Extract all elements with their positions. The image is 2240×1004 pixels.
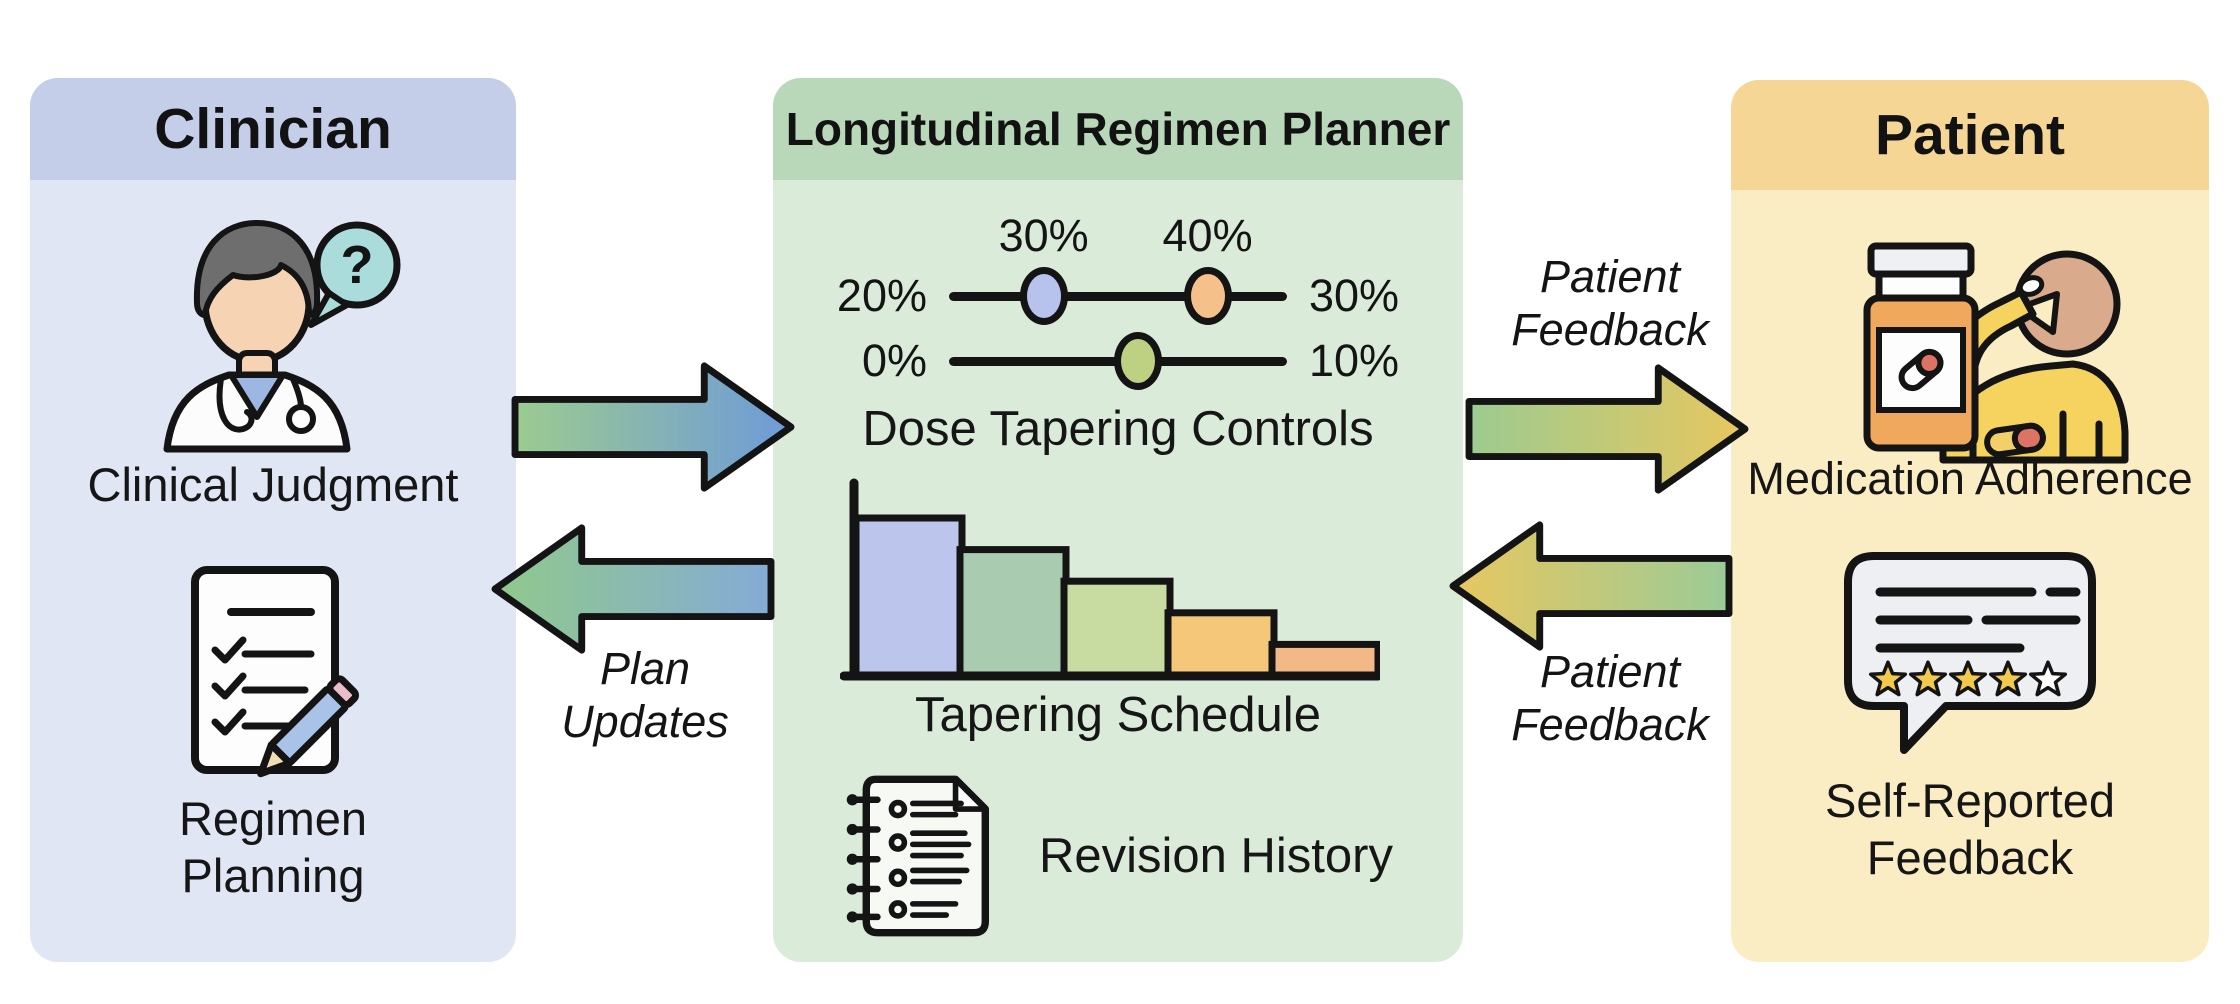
planner-title: Longitudinal Regimen Planner [785,103,1451,155]
slider-knob [1114,332,1163,390]
doctor-question-icon: ? [163,220,401,453]
slider2-track [949,332,1287,390]
medication-adherence-label: Medication Adherence [1747,453,2193,504]
planner-header: Longitudinal Regimen Planner [773,78,1463,180]
slider-knob: 40% [1163,210,1253,325]
tapering-schedule-chart [840,478,1380,681]
panel-clinician: Clinician ? Clinical Judgment [30,78,516,962]
notebook-list-icon [846,775,990,937]
patient-feedback-top-label: Patient Feedback [1511,251,1709,356]
checklist-pencil-icon [191,566,359,778]
revision-history-row: Revision History [773,770,1463,942]
stars-row [1868,660,2068,697]
tapering-schedule-label: Tapering Schedule [915,688,1321,742]
dose-slider-row-2: 0% 10% [773,332,1463,390]
slider1-track: 30% 40% [949,210,1287,325]
pill-bottle-person-icon [1863,242,2129,464]
self-reported-feedback-label: Self-Reported Feedback [1825,774,2115,885]
arrow-planner-to-clinician [491,524,775,654]
clinical-judgment-label: Clinical Judgment [87,458,459,511]
panel-planner: Longitudinal Regimen Planner 20% 30% 40% … [773,78,1463,962]
arrow-planner-to-patient [1465,364,1749,494]
dose-slider-row-1: 20% 30% 40% 30% [773,210,1463,325]
star-filled-icon [1908,660,1948,697]
slider2-max-label: 10% [1309,335,1400,386]
dose-tapering-controls-label: Dose Tapering Controls [862,402,1374,456]
slider-knob: 30% [999,210,1089,325]
tapering-bar [1164,609,1278,680]
star-filled-icon [1948,660,1988,697]
tapering-bar [1268,640,1380,680]
feedback-bubble-icon [1844,552,2096,754]
star-filled-icon [1868,660,1908,697]
pencil-icon [257,675,359,778]
revision-history-label: Revision History [1039,829,1393,883]
star-filled-icon [1988,660,2028,697]
panel-patient: Patient Medication A [1731,80,2209,962]
clinician-header: Clinician [30,78,516,180]
arrow-patient-to-planner [1449,521,1733,651]
tapering-bar [956,546,1070,680]
slider-knob-value: 30% [998,210,1089,261]
patient-title: Patient [1874,103,2066,167]
star-empty-icon [2028,660,2068,697]
regimen-planning-label: Regimen Planning [178,792,368,903]
patient-feedback-bottom-label: Patient Feedback [1511,646,1709,751]
slider1-max-label: 30% [1309,270,1400,321]
slider1-min-label: 20% [836,270,927,321]
arrow-clinician-to-planner [511,362,795,492]
patient-header: Patient [1731,80,2209,190]
tapering-bars [852,514,1380,680]
slider-knob-value: 40% [1162,210,1253,261]
svg-text:?: ? [341,235,374,295]
slider2-min-label: 0% [861,335,927,386]
tapering-bar [852,514,966,680]
plan-updates-label: Plan Updates [561,643,729,748]
tapering-bar [1060,577,1174,680]
clinician-title: Clinician [154,97,392,161]
